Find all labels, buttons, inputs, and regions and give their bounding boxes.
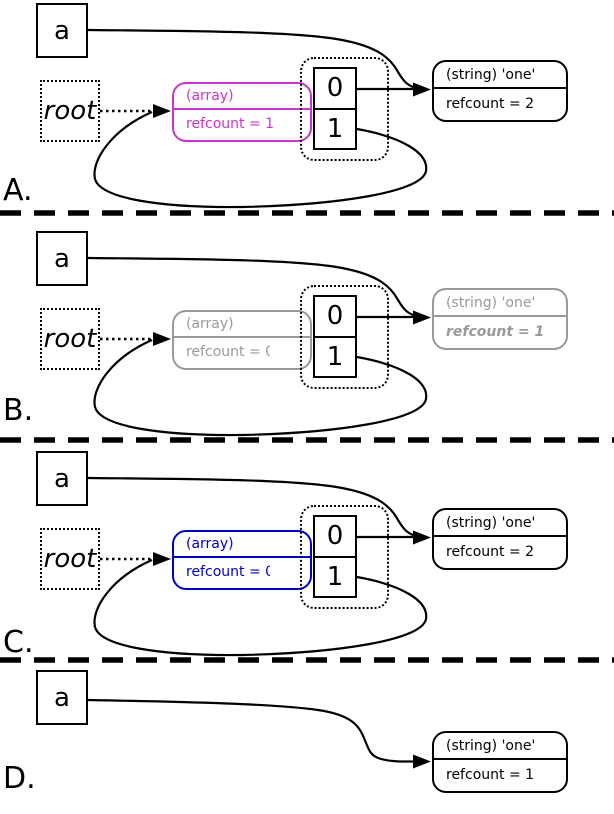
string-type-label: (string) 'one' [434, 290, 566, 317]
root-label: root [43, 324, 97, 354]
string-type-label: (string) 'one' [434, 733, 566, 760]
string-zval-box: (string) 'one' refcount = 2 [432, 60, 568, 122]
hashtable-slots: 0 1 [313, 295, 357, 378]
string-refcount: refcount = 2 [446, 95, 535, 112]
string-type-label: (string) 'one' [434, 62, 566, 89]
slot-0: 0 [315, 297, 355, 338]
panel-d-arrows [87, 698, 431, 769]
array-type-label: (array) [174, 532, 310, 558]
root-buffer-box: root [40, 80, 100, 142]
variable-box-a: a [36, 231, 88, 286]
panel-label-d: D. [3, 761, 36, 796]
variable-box-a: a [36, 670, 88, 725]
array-zval-box: (array) refcount = 0 [172, 530, 312, 590]
arrowhead-array [153, 332, 171, 346]
variable-label: a [54, 15, 70, 46]
variable-label: a [54, 682, 70, 713]
slot-1: 1 [326, 561, 344, 592]
string-refcount: refcount = 2 [446, 543, 535, 560]
array-refcount: refcount = 0 [186, 564, 270, 580]
array-type-label: (array) [174, 84, 310, 110]
string-zval-box: (string) 'one' refcount = 1 [432, 288, 568, 350]
slot-1: 1 [326, 341, 344, 372]
arrowhead-string [413, 82, 431, 97]
array-refcount: refcount = 1 [186, 116, 275, 132]
root-buffer-box: root [40, 308, 100, 370]
string-type-label: (string) 'one' [434, 510, 566, 537]
string-refcount: refcount = 1 [446, 766, 535, 783]
string-refcount: refcount = 1 [446, 323, 545, 340]
panel-label-b: B. [3, 393, 34, 428]
arrowhead-string [413, 530, 431, 545]
variable-box-a: a [36, 451, 88, 506]
array-refcount: refcount = 0 [186, 344, 270, 360]
variable-label: a [54, 243, 70, 274]
arrowhead-array [153, 552, 171, 566]
root-label: root [43, 544, 97, 574]
variable-label: a [54, 463, 70, 494]
slot-0: 0 [315, 69, 355, 110]
array-zval-box: (array) refcount = 1 [172, 82, 312, 142]
hashtable-slots: 0 1 [313, 67, 357, 150]
string-zval-box: (string) 'one' refcount = 1 [432, 731, 568, 793]
variable-box-a: a [36, 3, 88, 58]
panel-label-a: A. [3, 173, 33, 208]
root-label: root [43, 96, 97, 126]
string-zval-box: (string) 'one' refcount = 2 [432, 508, 568, 570]
array-type-label: (array) [174, 312, 310, 338]
array-zval-box: (array) refcount = 0 [172, 310, 312, 370]
slot-0: 0 [315, 517, 355, 558]
hashtable-slots: 0 1 [313, 515, 357, 598]
arrowhead-string [413, 754, 431, 769]
arrowhead-array [153, 104, 171, 118]
slot-1: 1 [326, 113, 344, 144]
panel-label-c: C. [3, 625, 34, 660]
root-buffer-box: root [40, 528, 100, 590]
a-to-string-arrow [87, 698, 415, 763]
arrowhead-string [413, 310, 431, 325]
